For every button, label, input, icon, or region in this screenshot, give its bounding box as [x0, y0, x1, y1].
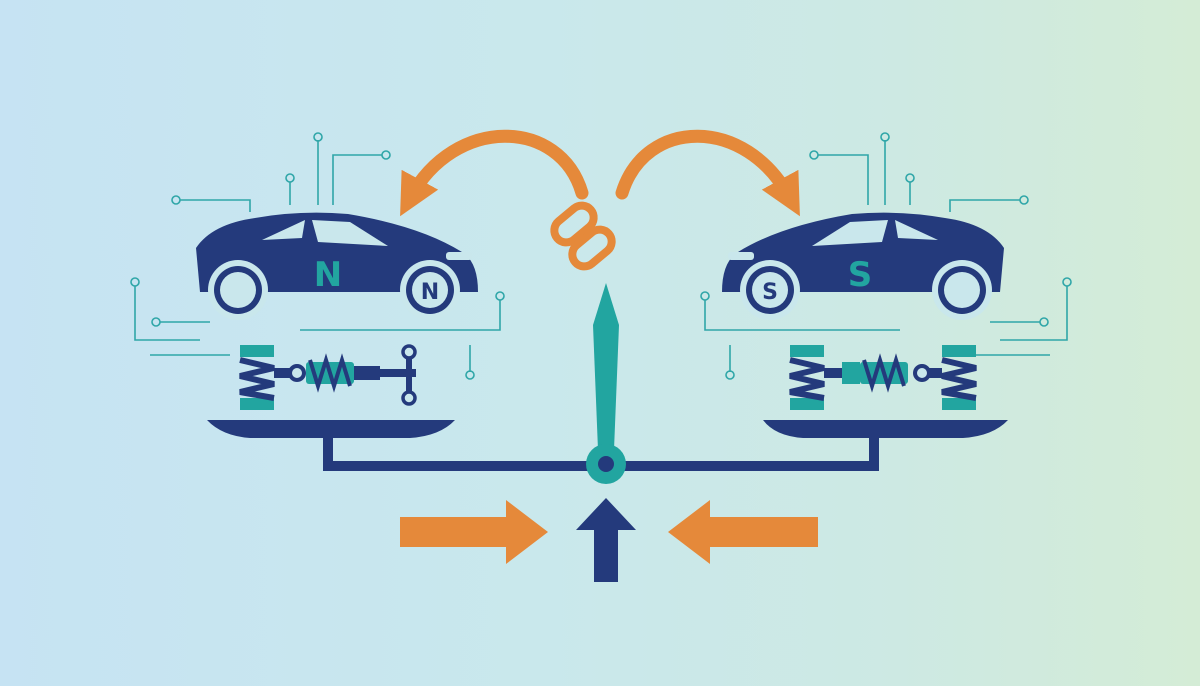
coil-spring-icon [941, 345, 977, 410]
wheel-hub-label: N [421, 280, 439, 305]
coil-spring-icon [239, 345, 275, 410]
arrow-up-icon [576, 498, 636, 582]
circuit-trace-icon [700, 132, 1072, 380]
scale-needle-icon [586, 283, 626, 484]
arrow-left-icon [668, 500, 818, 564]
circuit-trace-icon [130, 132, 505, 380]
car-icon: S S [722, 212, 1004, 320]
shock-absorber-icon [274, 344, 417, 406]
curved-arrow-icon [400, 129, 589, 217]
wheel-hub-label: S [762, 280, 778, 305]
car-icon: N N [196, 212, 478, 320]
shock-absorber-icon [824, 353, 942, 393]
coil-spring-icon [789, 345, 825, 410]
curved-arrow-icon [615, 129, 800, 217]
chain-link-icon [550, 201, 616, 271]
arrow-right-icon [400, 500, 548, 564]
car-body-label: S [848, 255, 873, 295]
car-body-label: N [314, 255, 342, 295]
